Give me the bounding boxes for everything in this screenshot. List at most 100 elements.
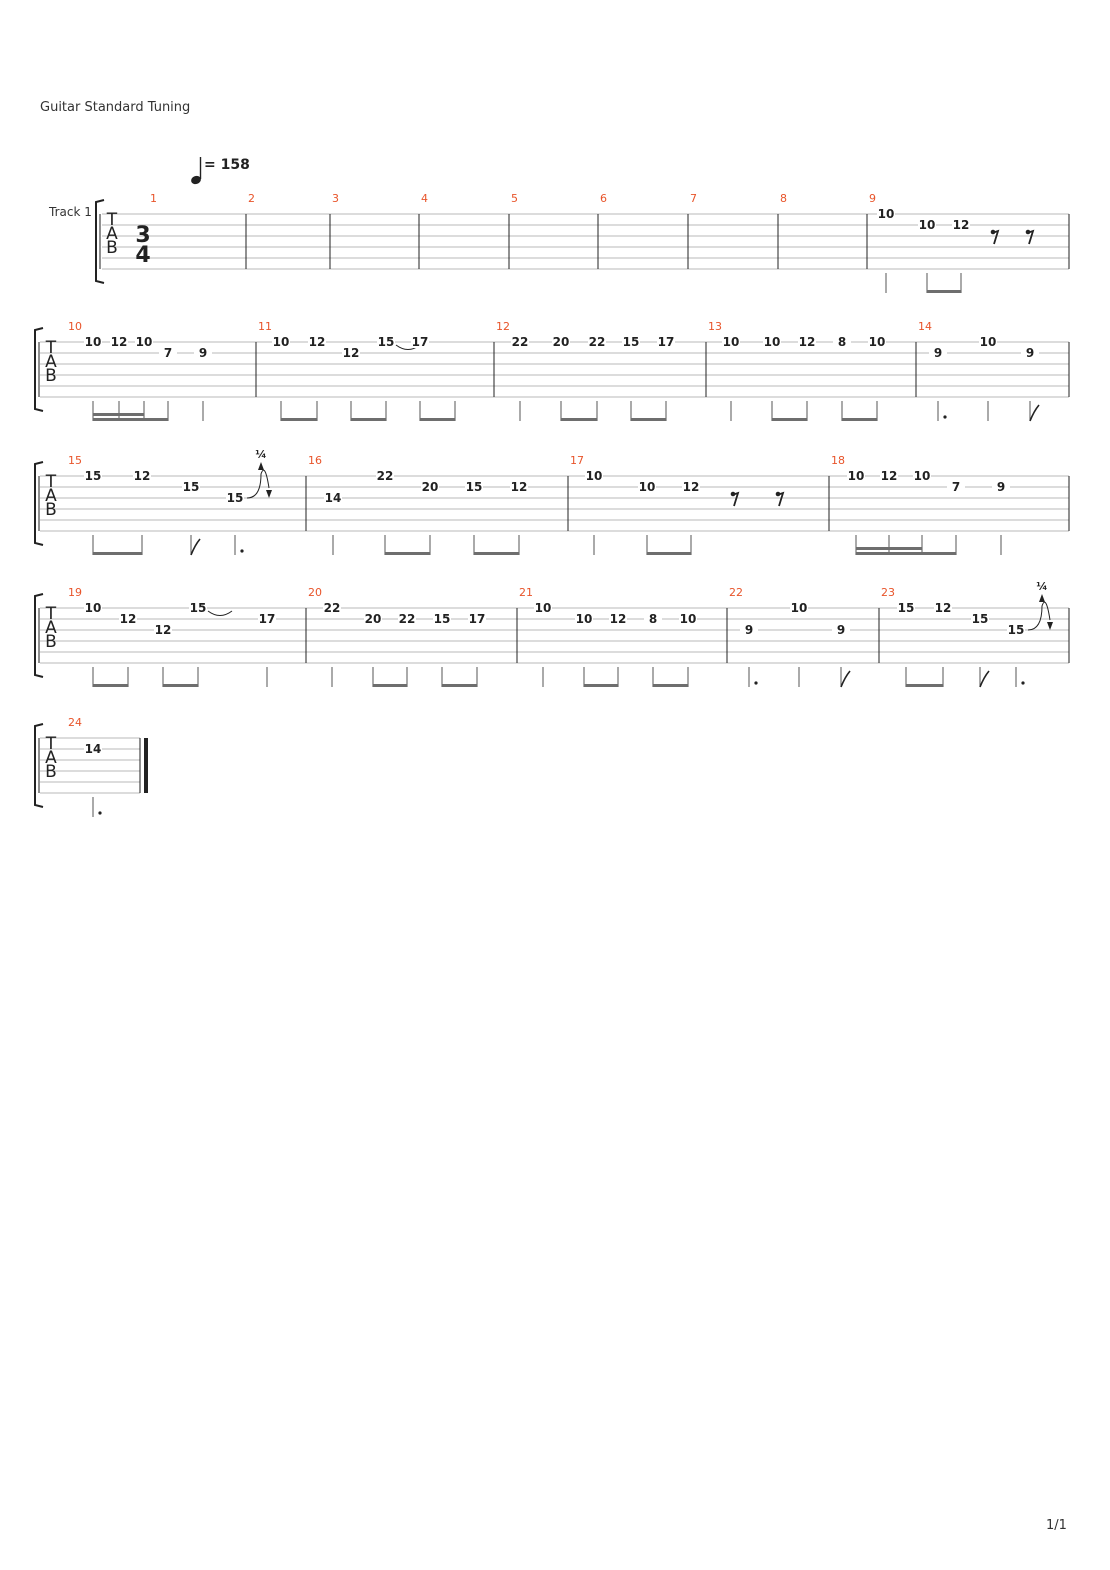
measure-number: 12 <box>496 320 510 333</box>
fret-number: 9 <box>199 346 207 360</box>
tempo-marking: = 158 <box>204 157 250 173</box>
fret-number: 22 <box>589 335 606 349</box>
final-barline-thick <box>144 738 148 793</box>
time-signature-denominator: 4 <box>135 243 150 268</box>
tab-clef-letter: B <box>45 366 57 386</box>
fret-number: 12 <box>155 623 172 637</box>
fret-number: 12 <box>683 480 700 494</box>
measure-number: 24 <box>68 716 82 729</box>
measure-number: 3 <box>332 192 339 205</box>
tab-clef-letter: T <box>45 734 57 754</box>
note-beam <box>442 684 477 687</box>
note-beam <box>385 552 430 555</box>
measure-number: 18 <box>831 454 845 467</box>
duration-dot <box>1021 681 1025 685</box>
time-signature-numerator: 3 <box>135 223 150 248</box>
note-beam-secondary <box>856 547 922 550</box>
fret-number: 8 <box>649 612 657 626</box>
note-beam <box>631 418 666 421</box>
eighth-rest-icon <box>776 491 785 507</box>
measure-number: 20 <box>308 586 322 599</box>
fret-number: 12 <box>134 469 151 483</box>
tuning-label: Guitar Standard Tuning <box>40 100 191 115</box>
fret-number: 15 <box>466 480 483 494</box>
bend-amount: ¼ <box>255 448 266 461</box>
tab-clef-letter: B <box>106 238 118 258</box>
fret-number: 15 <box>85 469 102 483</box>
tab-clef-letter: T <box>106 210 118 230</box>
fret-number: 10 <box>980 335 997 349</box>
fret-number: 17 <box>658 335 675 349</box>
note-beam <box>561 418 597 421</box>
bend-arrow-icon <box>266 490 272 498</box>
fret-number: 15 <box>190 601 207 615</box>
fret-number: 10 <box>764 335 781 349</box>
fret-number: 10 <box>535 601 552 615</box>
fret-number: 12 <box>953 218 970 232</box>
note-beam <box>906 684 943 687</box>
fret-number: 10 <box>273 335 290 349</box>
fret-number: 15 <box>623 335 640 349</box>
bend-arrow-icon <box>1039 594 1045 602</box>
fret-number: 12 <box>881 469 898 483</box>
note-beam <box>772 418 807 421</box>
eighth-flag-icon <box>840 670 851 688</box>
fret-number: 10 <box>914 469 931 483</box>
note-beam-secondary <box>93 413 144 416</box>
fret-number: 10 <box>639 480 656 494</box>
tab-clef-letter: T <box>45 604 57 624</box>
fret-number: 20 <box>422 480 439 494</box>
fret-number: 10 <box>919 218 936 232</box>
fret-number: 15 <box>898 601 915 615</box>
eighth-rest-icon <box>1026 229 1035 245</box>
fret-number: 12 <box>111 335 128 349</box>
duration-dot <box>240 549 244 553</box>
tab-clef-letter: A <box>45 486 57 506</box>
fret-number: 10 <box>869 335 886 349</box>
note-beam <box>856 552 956 555</box>
note-beam <box>653 684 688 687</box>
measure-number: 4 <box>421 192 428 205</box>
tab-clef-letter: A <box>45 618 57 638</box>
eighth-flag-icon <box>979 670 990 688</box>
note-beam <box>474 552 519 555</box>
measure-number: 10 <box>68 320 82 333</box>
measure-number: 17 <box>570 454 584 467</box>
system-bracket <box>34 327 44 412</box>
fret-number: 15 <box>378 335 395 349</box>
fret-number: 15 <box>183 480 200 494</box>
eighth-rest-icon <box>731 491 740 507</box>
bend-amount: ¼ <box>1036 580 1047 593</box>
fret-number: 10 <box>136 335 153 349</box>
fret-number: 12 <box>610 612 627 626</box>
fret-number: 15 <box>1008 623 1025 637</box>
measure-number: 1 <box>150 192 157 205</box>
measure-number: 2 <box>248 192 255 205</box>
fret-number: 9 <box>745 623 753 637</box>
measure-number: 6 <box>600 192 607 205</box>
fret-number: 10 <box>723 335 740 349</box>
bend-arrow-icon <box>258 462 264 470</box>
track-label: Track 1 <box>48 205 92 219</box>
eighth-flag-icon <box>1029 404 1040 422</box>
fret-number: 10 <box>576 612 593 626</box>
note-beam <box>842 418 877 421</box>
fret-number: 10 <box>85 335 102 349</box>
fret-number: 14 <box>325 491 342 505</box>
fret-number: 15 <box>227 491 244 505</box>
duration-dot <box>943 415 947 419</box>
fret-number: 17 <box>469 612 486 626</box>
eighth-flag-icon <box>190 538 201 556</box>
fret-number: 22 <box>512 335 529 349</box>
note-beam <box>93 684 128 687</box>
fret-number: 12 <box>120 612 137 626</box>
tab-clef-letter: A <box>106 224 118 244</box>
fret-number: 10 <box>680 612 697 626</box>
fret-number: 9 <box>934 346 942 360</box>
note-beam <box>281 418 317 421</box>
tab-clef-letter: B <box>45 632 57 652</box>
